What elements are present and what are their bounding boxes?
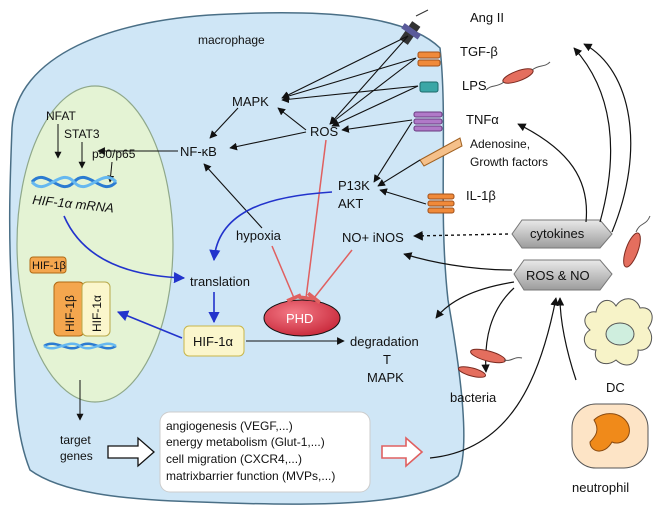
- il1b-receptor-icon: [427, 193, 455, 214]
- bacterium-icon: [485, 61, 551, 91]
- ros-no-box: [513, 259, 613, 291]
- hif1b-block-label: HIF-1β: [63, 295, 77, 332]
- lps-label: LPS: [462, 78, 487, 93]
- function-angiogenesis: angiogenesis (VEGF,...): [166, 419, 293, 433]
- hif1a-box-label: HIF-1α: [193, 334, 234, 349]
- phd-inhibition-lines: [271, 139, 353, 305]
- tgfb-label: TGF-β: [460, 44, 498, 59]
- adenosine-label: Adenosine,: [470, 137, 530, 151]
- target-label: target: [60, 433, 91, 447]
- neutrophil-icon: [571, 403, 649, 469]
- pi3k-label: P13K: [338, 178, 370, 193]
- mapk-label: MAPK: [232, 94, 269, 109]
- stat3-label: STAT3: [64, 127, 100, 141]
- hif1a-block-label: HIF-1α: [90, 295, 104, 332]
- tnfa-label: TNFα: [466, 112, 499, 127]
- function-cell-migration: cell migration (CXCR4,...): [166, 452, 302, 466]
- adenosine-receptor-icon: [419, 137, 463, 167]
- blue-arrows: [63, 191, 333, 339]
- no-inos-label: NO+ iNOS: [342, 230, 404, 245]
- genes-label: genes: [60, 449, 93, 463]
- p50p65-label: p50/p65: [92, 147, 136, 161]
- degradation-t-label: T: [383, 352, 391, 367]
- bacteria-label: bacteria: [450, 390, 497, 405]
- dendritic-cell-icon: [583, 298, 653, 366]
- tnfa-receptor-icon: [413, 111, 443, 132]
- bacterium-large-icon: [623, 215, 651, 268]
- nfat-label: NFAT: [46, 109, 76, 123]
- growth-factors-label: Growth factors: [470, 155, 548, 169]
- ros-no-label: ROS & NO: [526, 268, 590, 283]
- function-energy-metabolism: energy metabolism (Glut-1,...): [166, 435, 325, 449]
- hif1b-small-label: HIF-1β: [32, 260, 66, 272]
- akt-label: AKT: [338, 196, 363, 211]
- cytokines-label: cytokines: [530, 226, 585, 241]
- red-hollow-arrow: [381, 436, 424, 468]
- phd-label: PHD: [286, 311, 313, 326]
- function-matrixbarrier: matrixbarrier function (MVPs,...): [166, 469, 335, 483]
- hif1b-small-box: [29, 256, 67, 274]
- lps-receptor-icon: [419, 81, 439, 93]
- il1b-label: IL-1β: [466, 188, 496, 203]
- degradation-label: degradation: [350, 334, 419, 349]
- receptor-signal-arrows: [97, 35, 427, 345]
- bacteria-icon: [457, 348, 523, 378]
- degradation-mapk-label: MAPK: [367, 370, 404, 385]
- dna-helix-bottom-icon: [43, 342, 117, 350]
- external-arrows: [403, 43, 632, 459]
- macrophage-label: macrophage: [198, 33, 265, 47]
- hollow-arrow: [107, 436, 155, 468]
- dc-label: DC: [606, 380, 625, 395]
- nfkb-label: NF-κB: [180, 144, 217, 159]
- hypoxia-label: hypoxia: [236, 228, 282, 243]
- functions-box: [159, 411, 371, 493]
- hif1a-block: [81, 281, 111, 337]
- ros-label: ROS: [310, 124, 339, 139]
- dna-helix-icon: [30, 175, 118, 189]
- neutrophil-label: neutrophil: [572, 480, 629, 495]
- ang2-label: Ang II: [470, 10, 504, 25]
- tgfb-receptor-icon: [417, 51, 441, 67]
- hif1a-box: [183, 325, 245, 357]
- translation-label: translation: [190, 274, 250, 289]
- cytokines-to-inos-arrow: [413, 230, 509, 241]
